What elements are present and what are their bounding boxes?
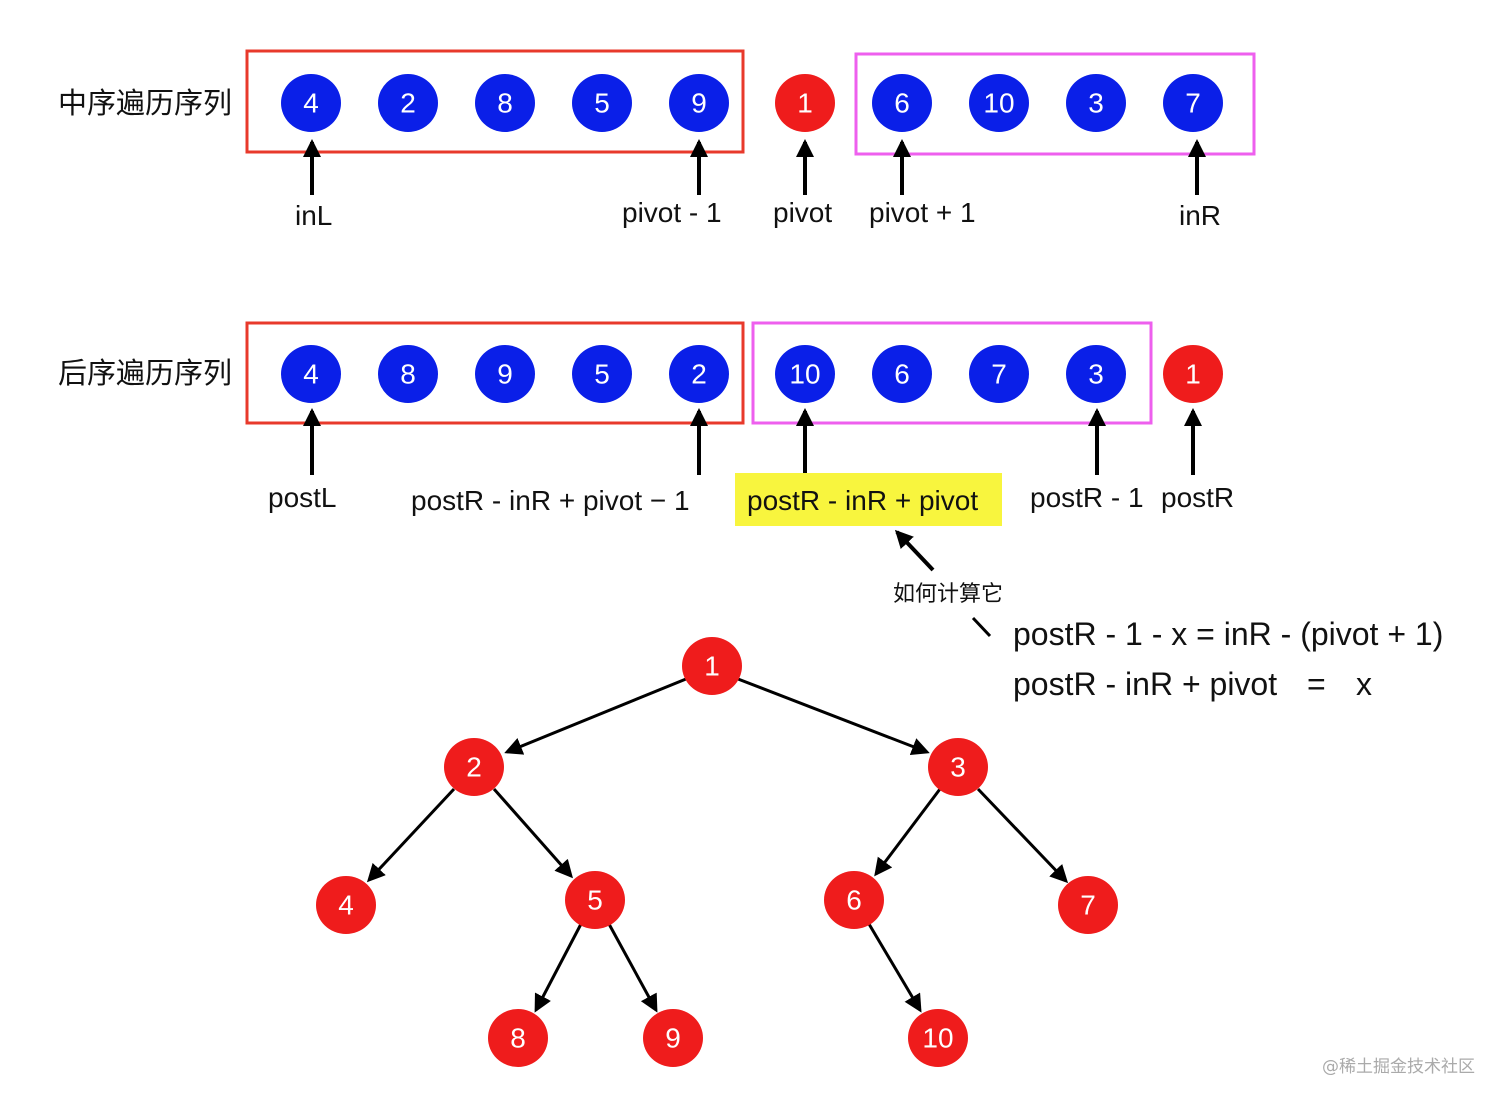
tree-node-label: 7 [1080,890,1096,921]
right-start-label: postR - inR + pivot [747,485,978,516]
equation-2-lhs: postR - inR + pivot [1013,666,1277,702]
inorder-node-label: 9 [691,88,707,119]
tree-node: 5 [565,871,625,929]
tree-node: 3 [928,738,988,796]
postorder-root-node: 1 [1163,345,1223,403]
postorder-node-label: 8 [400,359,416,390]
watermark: @稀土掘金技术社区 [1322,1057,1475,1077]
postorder-node: 8 [378,345,438,403]
inorder-node: 2 [378,74,438,132]
postorder-root-label: 1 [1185,359,1201,390]
postorder-node: 7 [969,345,1029,403]
inorder-node-label: 7 [1185,88,1201,119]
tree-edge-6-10 [867,923,922,1013]
postorder-right-subtree-box [751,321,1153,425]
postorder-node: 3 [1066,345,1126,403]
inorder-pivot-label: 1 [797,88,813,119]
postorder-node: 2 [669,345,729,403]
inorder-node: 7 [1163,74,1223,132]
tree-edge-2-4 [366,787,456,883]
inR-label: inR [1179,200,1221,231]
postL-label: postL [268,482,337,513]
postR-minus-1-label: postR - 1 [1030,482,1144,513]
tree-node: 2 [444,738,504,796]
tree-node-label: 3 [950,752,966,783]
tree-edges [366,677,1069,1013]
inorder-node: 9 [669,74,729,132]
postorder-node-label: 7 [991,359,1007,390]
highlight-box [735,473,1002,526]
tree-edge-1-3 [737,677,930,755]
postR-label: postR [1161,482,1234,513]
inorder-node: 5 [572,74,632,132]
inorder-right-subtree-box [854,52,1256,156]
tree-node: 4 [316,876,376,934]
tree-edge-3-6 [874,788,942,877]
postorder-node: 5 [572,345,632,403]
tree-edge-3-7 [976,787,1069,884]
postorder-node-label: 3 [1088,359,1104,390]
inorder-left-subtree-box [245,49,745,154]
tree-node: 6 [824,871,884,929]
question-label: 如何计算它 [893,582,1003,607]
equation-2-eq: = [1307,666,1326,702]
tree-node: 9 [643,1009,703,1067]
pivot-label: pivot [773,197,832,228]
inorder-node: 10 [969,74,1029,132]
inorder-pivot-node: 1 [775,74,835,132]
equation-2-rhs: x [1356,666,1372,702]
postorder-node: 9 [475,345,535,403]
postorder-node: 10 [775,345,835,403]
inorder-node-label: 3 [1088,88,1104,119]
tree-node: 1 [682,637,742,695]
inorder-node-label: 2 [400,88,416,119]
inorder-node: 3 [1066,74,1126,132]
postorder-title: 后序遍历序列 [58,356,232,390]
inL-label: inL [295,200,332,231]
connector-line [971,616,992,638]
inorder-node-label: 10 [983,88,1014,119]
tree-node-label: 5 [587,885,603,916]
tree-edge-5-8 [534,923,583,1013]
tree-edge-2-5 [492,788,573,879]
tree-node-label: 9 [665,1023,681,1054]
postorder-node-label: 6 [894,359,910,390]
tree-edge-1-2 [504,677,687,755]
tree-edge-5-9 [607,923,658,1013]
postorder-node: 4 [281,345,341,403]
equation-1: postR - 1 - x = inR - (pivot + 1) [1013,616,1443,652]
tree-node-label: 8 [510,1023,526,1054]
inorder-node: 4 [281,74,341,132]
inorder-node: 8 [475,74,535,132]
pivot-minus-1-label: pivot - 1 [622,197,722,228]
question-arrow [894,529,935,572]
inorder-node-label: 6 [894,88,910,119]
postorder-node: 6 [872,345,932,403]
postorder-node-label: 4 [303,359,319,390]
left-end-label: postR - inR + pivot − 1 [411,485,690,516]
postorder-node-label: 5 [594,359,610,390]
tree-node: 10 [908,1009,968,1067]
inorder-node-label: 5 [594,88,610,119]
postorder-left-subtree-box [245,321,745,425]
pivot-plus-1-label: pivot + 1 [869,197,976,228]
tree-node-label: 4 [338,890,354,921]
inorder-title: 中序遍历序列 [58,86,232,120]
tree-node-label: 1 [704,651,720,682]
inorder-node-label: 4 [303,88,319,119]
tree-node-label: 6 [846,885,862,916]
tree-node: 7 [1058,876,1118,934]
postorder-node-label: 2 [691,359,707,390]
postorder-node-label: 10 [789,359,820,390]
tree-node-label: 2 [466,752,482,783]
tree-node-label: 10 [922,1023,953,1054]
postorder-node-label: 9 [497,359,513,390]
inorder-node: 6 [872,74,932,132]
tree-node: 8 [488,1009,548,1067]
inorder-node-label: 8 [497,88,513,119]
